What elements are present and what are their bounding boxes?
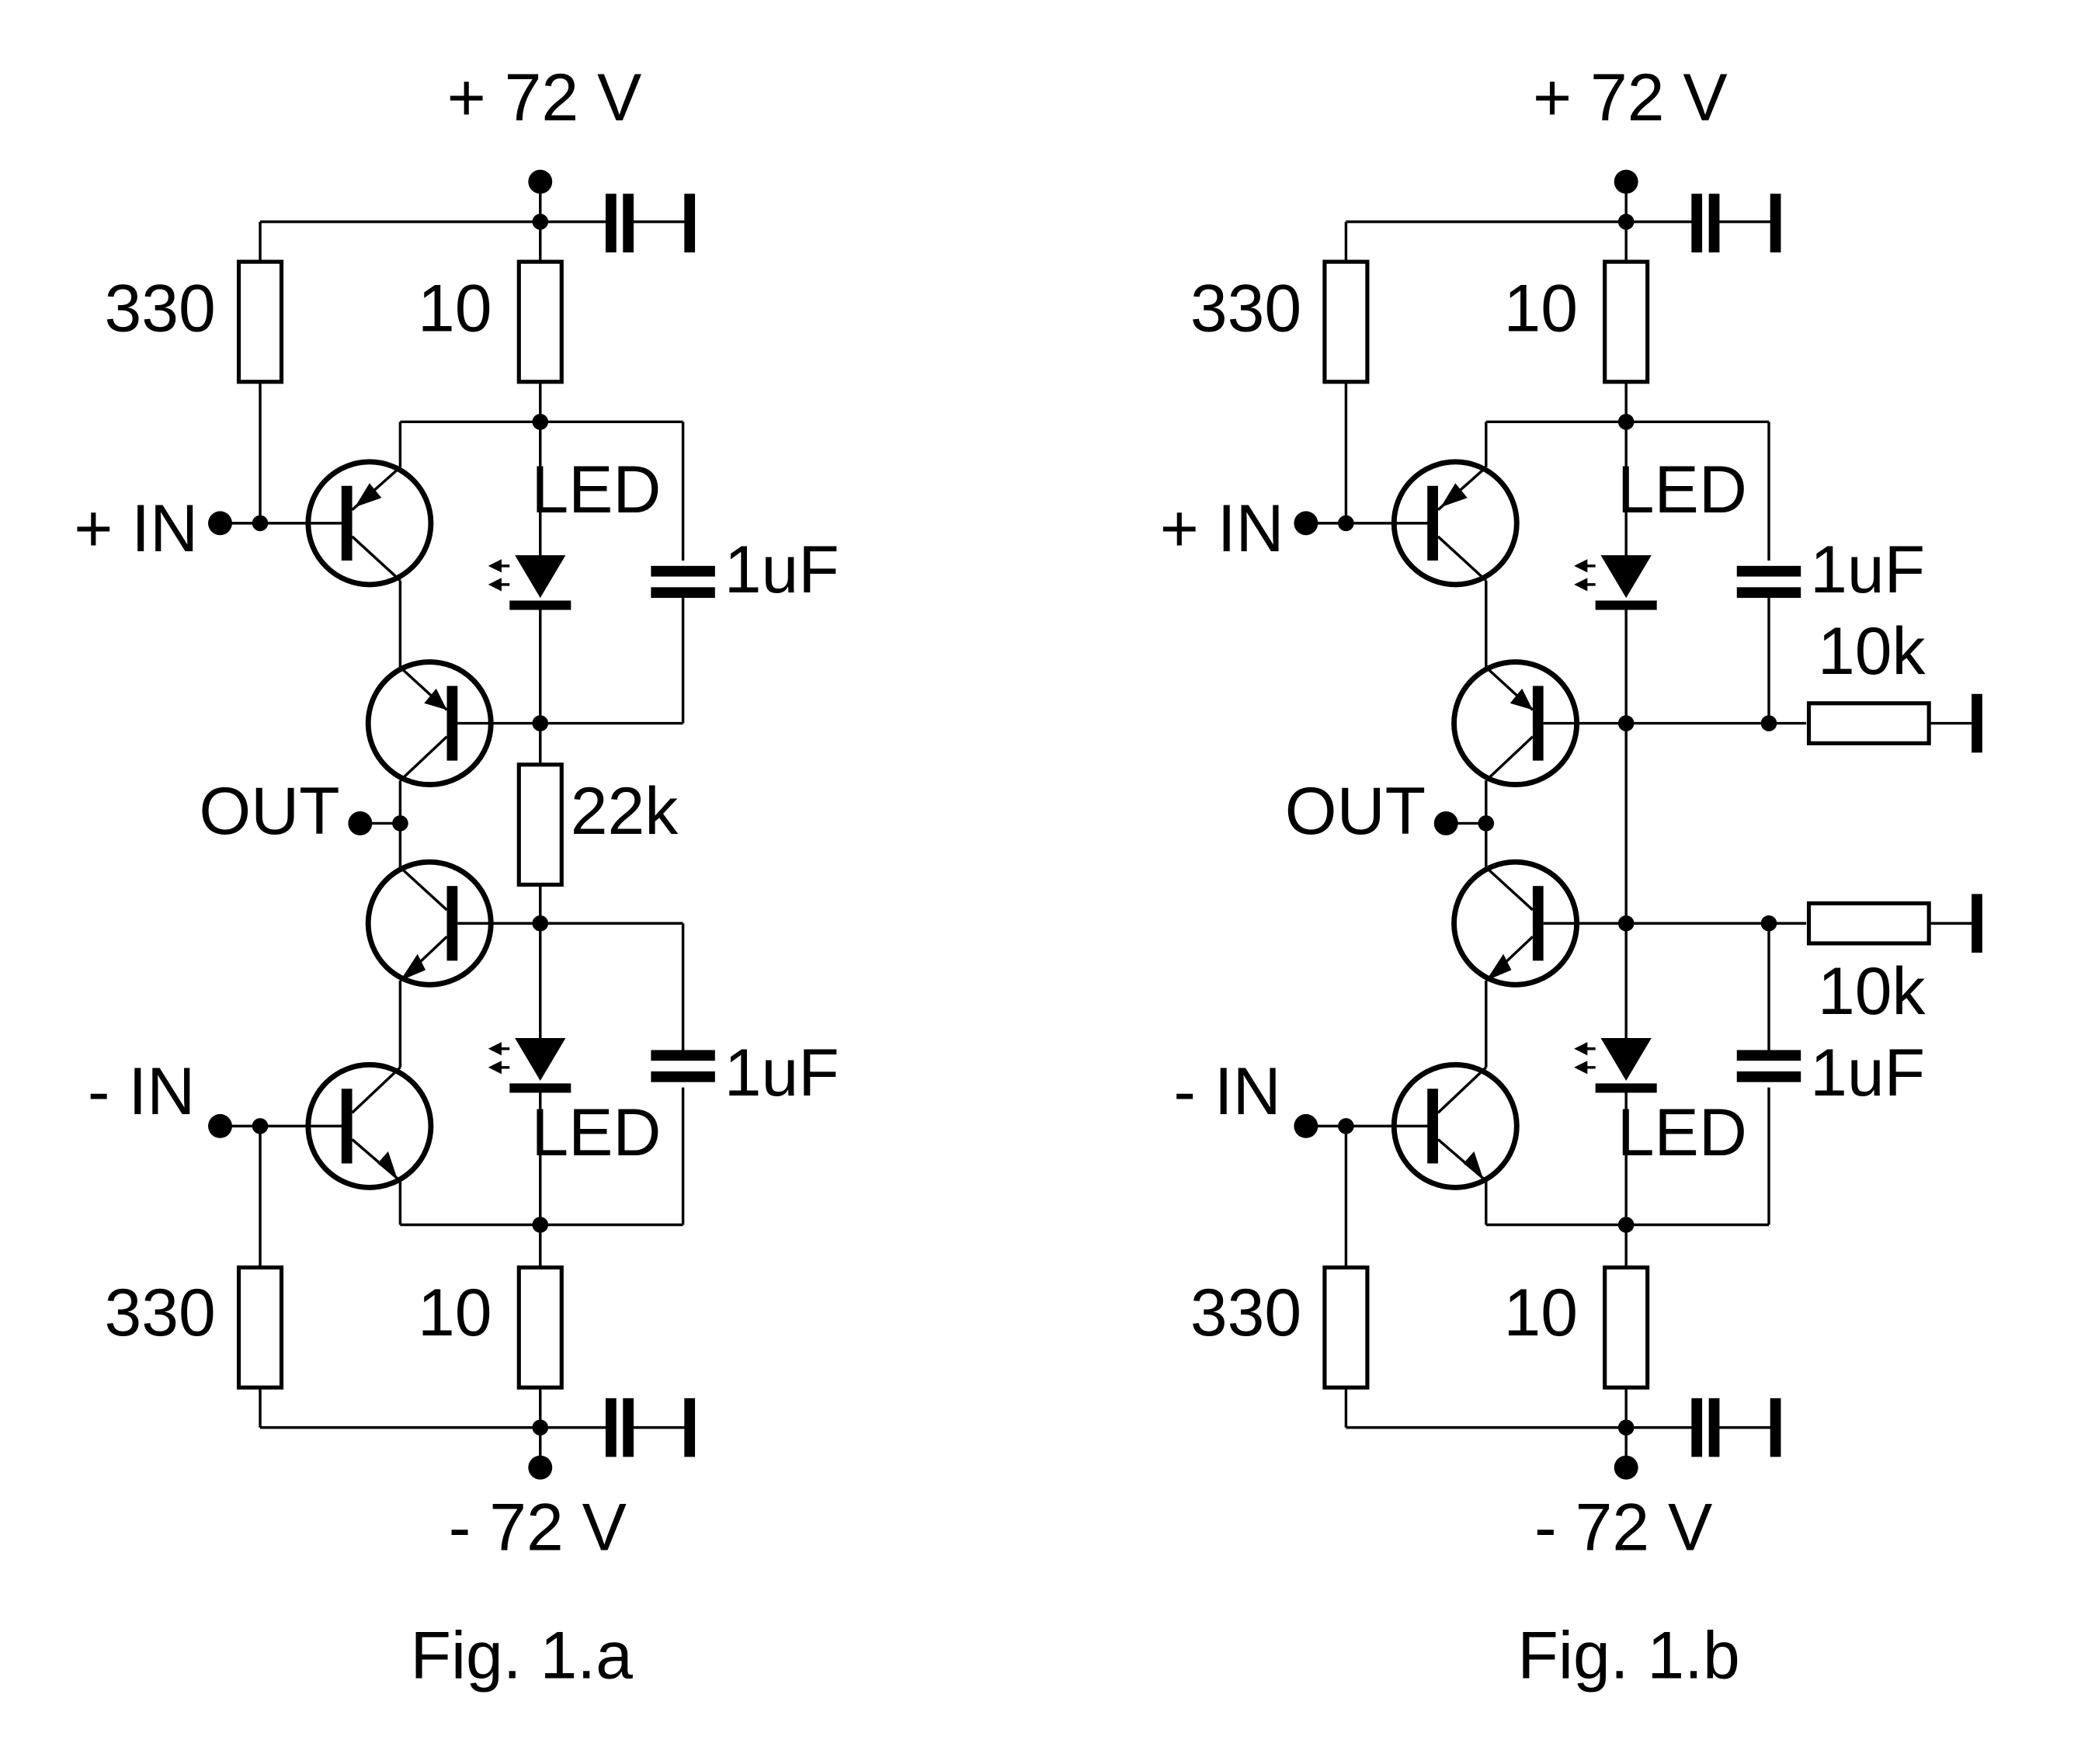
supply-pos-label: + 72 V xyxy=(1533,61,1728,135)
figure-caption-a: Fig. 1.a xyxy=(411,1619,634,1693)
resistor-22k xyxy=(516,762,564,887)
out-label: OUT xyxy=(199,774,339,849)
r-base-top-label: 330 xyxy=(1190,271,1301,346)
r-base-bot-label: 330 xyxy=(1190,1276,1301,1350)
supply-neg-label: - 72 V xyxy=(1534,1491,1712,1565)
cap-bot-label: 1uF xyxy=(1810,1036,1925,1110)
figure-a: + 72 V - 72 V + IN - IN OUT 330 10 330 1… xyxy=(74,61,839,1693)
in-neg-label: - IN xyxy=(1173,1054,1280,1129)
out-label: OUT xyxy=(1285,774,1426,849)
ground-bar-bottom xyxy=(1972,894,1982,953)
cap-top-label: 1uF xyxy=(1810,533,1925,607)
led-bot-label: LED xyxy=(1617,1096,1747,1170)
r-emit-bot-label: 10 xyxy=(1503,1276,1578,1350)
resistor-10k-top xyxy=(1806,701,1931,745)
r-base-top-label: 330 xyxy=(105,271,216,346)
in-pos-label: + IN xyxy=(1160,491,1284,566)
r-base-bot-label: 330 xyxy=(105,1276,216,1350)
r-emit-top-label: 10 xyxy=(1503,271,1578,346)
cap-bot-label: 1uF xyxy=(724,1036,839,1110)
in-pos-label: + IN xyxy=(74,491,198,566)
led-top-label: LED xyxy=(1617,453,1747,527)
supply-neg-label: - 72 V xyxy=(449,1491,627,1565)
led-bot-label: LED xyxy=(531,1096,661,1170)
supply-pos-label: + 72 V xyxy=(447,61,642,135)
r-mid-label: 22k xyxy=(571,774,679,849)
r-emit-bot-label: 10 xyxy=(418,1276,492,1350)
figure-b: + 72 V - 72 V + IN - IN OUT 330 10 330 1… xyxy=(1160,61,1982,1693)
led-top-label: LED xyxy=(531,453,661,527)
r-gnd-bot-label: 10k xyxy=(1818,954,1926,1029)
r-gnd-top-label: 10k xyxy=(1818,614,1926,689)
figure-caption-b: Fig. 1.b xyxy=(1517,1619,1739,1693)
resistor-10k-bottom xyxy=(1806,901,1931,946)
r-emit-top-label: 10 xyxy=(418,271,492,346)
in-neg-label: - IN xyxy=(88,1054,195,1129)
ground-bar-top xyxy=(1972,693,1982,753)
cap-top-label: 1uF xyxy=(724,533,839,607)
